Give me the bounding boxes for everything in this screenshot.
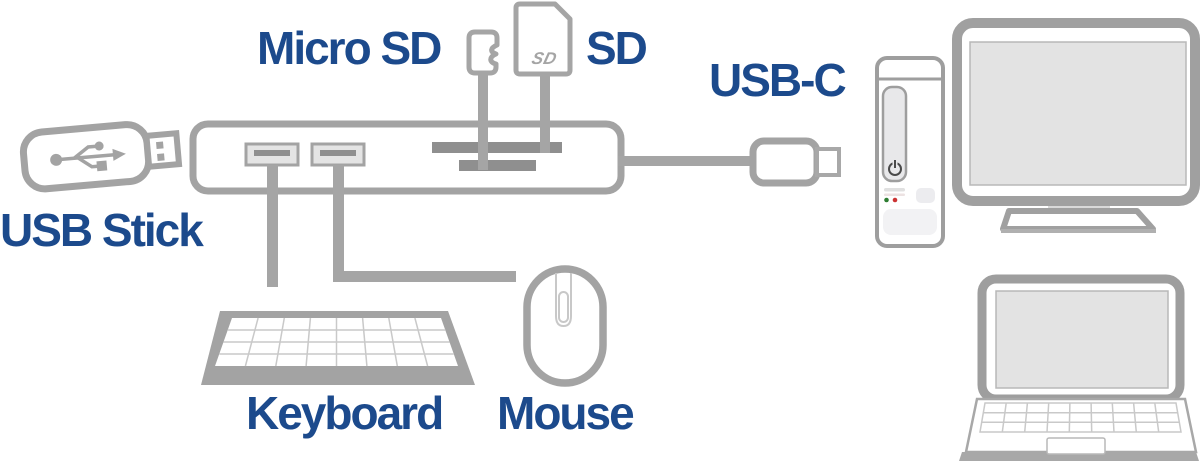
mouse-cable <box>333 165 516 282</box>
micro-sd-cable <box>478 71 488 170</box>
sd-label: SD <box>586 22 648 74</box>
usb-connector-pin <box>157 153 165 161</box>
usb-trident-icon <box>50 141 126 172</box>
tower-button <box>916 188 935 203</box>
usb-stick-connector <box>143 130 183 171</box>
micro-sd-label: Micro SD <box>257 22 442 74</box>
mouse-button-split <box>555 273 572 328</box>
keyboard-icon <box>201 311 475 385</box>
sd-card-icon: SD <box>513 1 573 77</box>
monitor-screen <box>969 41 1187 186</box>
usb-c-cable <box>618 156 755 166</box>
keyboard-label: Keyboard <box>246 387 444 439</box>
laptop-icon <box>959 274 1199 461</box>
usb-a-port-2 <box>310 142 366 167</box>
tower-drive-panel <box>881 85 908 183</box>
usb-connector-pin <box>155 141 164 150</box>
micro-sd-slot <box>459 160 536 171</box>
usb-stick-icon <box>19 121 183 193</box>
mouse-scroll-wheel <box>558 291 569 323</box>
power-led-green <box>884 197 889 203</box>
desktop-tower-icon <box>875 56 945 248</box>
sd-slot <box>432 142 562 153</box>
monitor-stand-base <box>1000 208 1156 232</box>
laptop-front-edge <box>959 452 1199 461</box>
micro-sd-card-icon <box>466 29 500 76</box>
usb-a-port-1 <box>244 142 300 167</box>
mouse-icon <box>523 265 607 387</box>
keyboard-cable <box>267 165 278 287</box>
usb-stick-label: USB Stick <box>0 204 204 256</box>
sd-cable <box>540 73 550 153</box>
laptop-keyboard-grid <box>979 402 1182 433</box>
usb-c-plug-body <box>749 137 821 187</box>
monitor-icon <box>952 18 1200 233</box>
mouse-label: Mouse <box>497 387 635 439</box>
tower-base-panel <box>883 209 937 235</box>
laptop-trackpad <box>1046 437 1106 455</box>
keyboard-key-grid <box>219 317 454 367</box>
tower-vent <box>884 193 905 196</box>
activity-led-red <box>892 197 898 203</box>
laptop-screen <box>995 290 1169 389</box>
tower-vent <box>884 188 905 192</box>
hub-icon <box>189 120 625 195</box>
usb-c-label: USB-C <box>709 54 847 106</box>
sd-card-logo: SD <box>530 48 560 68</box>
power-icon <box>888 160 902 176</box>
usb-c-plug-tip <box>815 147 841 177</box>
usb-c-plug-icon <box>749 137 841 187</box>
